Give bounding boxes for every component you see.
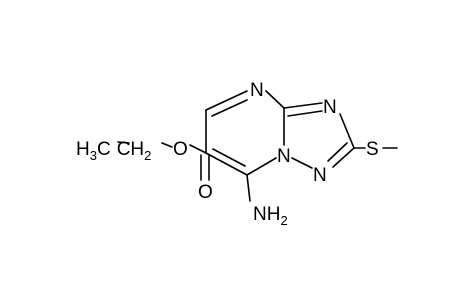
bond-carbonyl-c-o-ether bbox=[189, 144, 207, 154]
bond-c5-nh2 bbox=[246, 174, 251, 202]
bonds bbox=[117, 90, 398, 202]
atom-o-ether: O bbox=[173, 139, 188, 160]
atom-n-bridge: N bbox=[277, 146, 291, 167]
bond-c2-n-triazole-bottom bbox=[332, 147, 355, 168]
nh2-subscript: 2 bbox=[280, 213, 287, 228]
bond-ch2-ch3 bbox=[117, 141, 130, 144]
bond-c7-n-top-double bbox=[211, 99, 248, 117]
methyl-h: H bbox=[76, 139, 90, 160]
bond-o-ether-ch2 bbox=[161, 142, 173, 148]
atom-nh2: NH2 bbox=[253, 204, 288, 228]
atom-n-top: N bbox=[250, 80, 264, 101]
nh2-main: NH bbox=[253, 204, 280, 225]
methylene: CH bbox=[117, 139, 144, 160]
ethyl-group: H3C CH2 bbox=[76, 139, 151, 163]
bond-c2-n-triazole-bottom-double bbox=[327, 142, 348, 162]
bond-n-triazole-bottom-n-bridge bbox=[291, 157, 313, 169]
bond-n-bridge-c5 bbox=[246, 157, 277, 176]
bond-c8a-n-triazole-right-double bbox=[287, 110, 323, 117]
methylene-subscript: 2 bbox=[144, 148, 151, 163]
bond-c5-c6-double bbox=[212, 148, 246, 167]
bond-n-triazole-right-c2 bbox=[339, 113, 355, 149]
atom-n-triazole-right: N bbox=[323, 97, 337, 118]
bond-c8a-n-triazole-right bbox=[283, 102, 323, 109]
bond-n-top-c8a bbox=[265, 90, 285, 109]
bond-c7-n-top bbox=[205, 90, 248, 111]
methyl-c: C bbox=[97, 139, 111, 160]
bond-c5-c6 bbox=[205, 152, 248, 176]
atom-o-carbonyl: O bbox=[198, 182, 213, 203]
atom-n-triazole-bottom: N bbox=[313, 165, 327, 186]
atom-s: S bbox=[366, 139, 379, 160]
methyl-subscript: 3 bbox=[90, 148, 97, 163]
